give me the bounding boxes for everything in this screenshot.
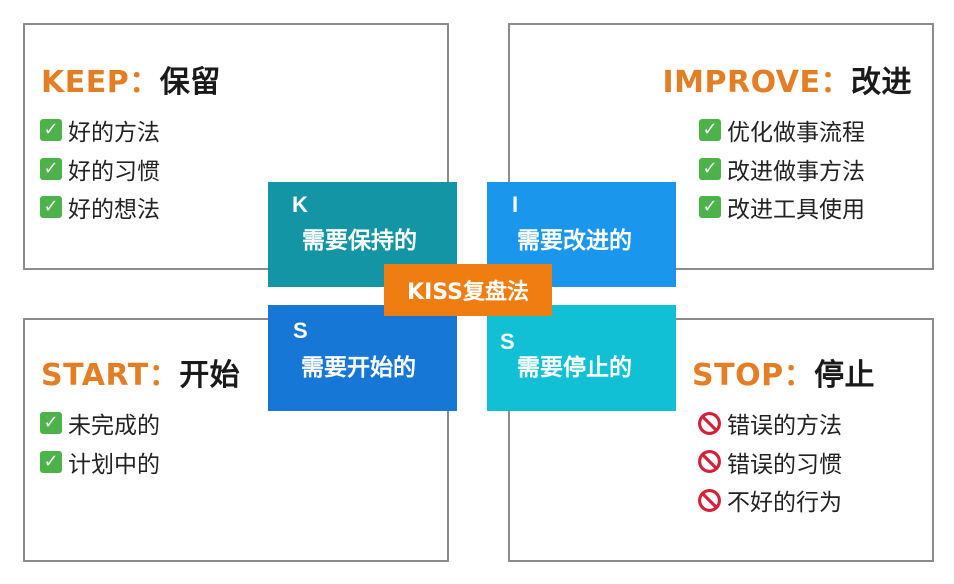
list-item: ✓改进做事方法 (699, 150, 865, 189)
tile-letter: S (293, 318, 308, 343)
prohibited-icon (698, 411, 721, 435)
tile-letter: S (500, 329, 515, 354)
prohibited-icon (698, 488, 721, 512)
tile-label: 需要改进的 (517, 228, 632, 254)
prohibited-icon (698, 450, 721, 474)
start-list: ✓未完成的 ✓计划中的 (40, 404, 160, 481)
tile-label: 需要开始的 (301, 355, 416, 381)
start-title: START：开始 (41, 358, 241, 393)
center-label: KISS复盘法 (384, 264, 552, 316)
improve-list: ✓优化做事流程 ✓改进做事方法 ✓改进工具使用 (699, 111, 865, 227)
check-icon: ✓ (699, 196, 721, 219)
tile-stop: S 需要停止的 (487, 305, 676, 411)
check-icon: ✓ (699, 157, 721, 180)
stop-list: 错误的方法 错误的习惯 不好的行为 (697, 404, 842, 520)
list-item: ✓改进工具使用 (699, 188, 865, 227)
list-item: ✓好的想法 (40, 188, 160, 227)
check-icon: ✓ (40, 450, 62, 473)
list-item: ✓计划中的 (40, 443, 160, 482)
check-icon: ✓ (40, 412, 62, 435)
keep-list: ✓好的方法 ✓好的习惯 ✓好的想法 (40, 111, 160, 227)
list-item: ✓好的习惯 (40, 150, 160, 189)
list-item: 不好的行为 (697, 481, 842, 520)
list-item: 错误的方法 (697, 404, 842, 443)
list-item: ✓好的方法 (40, 111, 160, 150)
keep-panel: KEEP：保留 ✓好的方法 ✓好的习惯 ✓好的想法 (23, 23, 449, 270)
tile-label: 需要保持的 (302, 228, 417, 254)
list-item: 错误的习惯 (697, 443, 842, 482)
list-item: ✓未完成的 (40, 404, 160, 443)
check-icon: ✓ (40, 196, 62, 219)
list-item: ✓优化做事流程 (699, 111, 865, 150)
stop-title: STOP：停止 (692, 358, 876, 393)
improve-title: IMPROVE：改进 (662, 65, 912, 100)
check-icon: ✓ (40, 119, 62, 142)
check-icon: ✓ (40, 157, 62, 180)
check-icon: ✓ (699, 119, 721, 142)
tile-letter: K (292, 192, 308, 217)
tile-start: S 需要开始的 (268, 305, 457, 411)
tile-label: 需要停止的 (517, 355, 632, 381)
keep-title: KEEP：保留 (41, 65, 221, 100)
tile-letter: I (512, 192, 519, 217)
